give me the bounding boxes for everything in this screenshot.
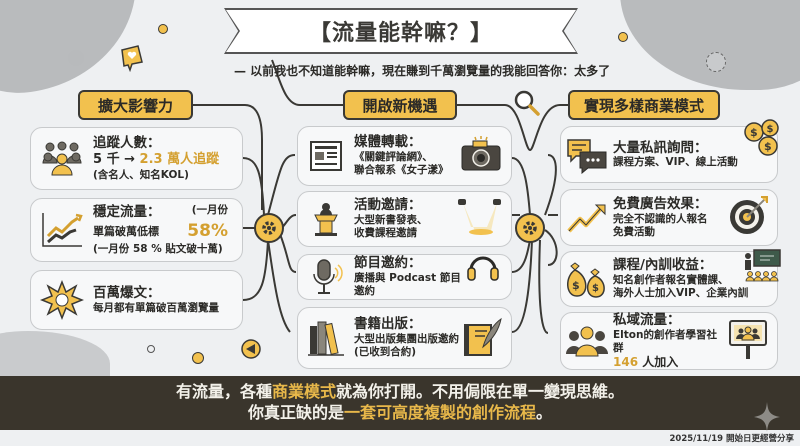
summary-line-1: 有流量，各種商業模式就為你打開。不用侷限在單一變現思維。 xyxy=(176,382,624,403)
member-count: 146 xyxy=(613,355,639,370)
target-icon xyxy=(727,195,769,241)
svg-text:$: $ xyxy=(764,140,772,153)
footer-date-caption: 2025/11/19 開始日更經營分享 xyxy=(669,434,794,444)
explosion-icon xyxy=(31,280,93,320)
card-desc: 海外人士加入VIP、企業內訓 xyxy=(613,287,749,300)
summary-highlight: 商業模式 xyxy=(271,382,336,402)
card-desc: 大型出版集團出版邀約 xyxy=(354,333,459,346)
sparkle-icon xyxy=(754,402,780,432)
card-desc: 大型新書發表、 xyxy=(354,214,428,227)
classroom-icon xyxy=(745,249,781,282)
play-back-icon xyxy=(241,339,261,359)
summary-text: 你真正缺的是 xyxy=(247,403,344,422)
decor-dot xyxy=(618,32,628,42)
card-title: 節目邀約： xyxy=(354,255,422,272)
card-events: 活動邀請： 大型新書發表、 收費課程邀請 xyxy=(297,191,512,247)
magnifier-icon xyxy=(514,90,540,116)
card-media: 媒體轉載： 《關鍵評論網》、 聯合報系《女子漾》 xyxy=(297,126,512,186)
decor-dot xyxy=(68,50,84,66)
card-desc: 收費課程邀請 xyxy=(354,227,417,240)
column-header-influence: 擴大影響力 xyxy=(78,90,193,120)
decor-dot xyxy=(706,52,726,72)
hub-gear-left xyxy=(254,213,284,243)
card-desc: (已收到合約) xyxy=(354,346,417,359)
card-title: 私域流量： xyxy=(613,311,681,328)
svg-text:$: $ xyxy=(767,124,774,135)
newspaper-icon xyxy=(298,139,354,173)
column-header-business: 實現多樣商業模式 xyxy=(568,90,720,120)
spotlight-icon xyxy=(455,197,503,241)
member-count-suffix: 人加入 xyxy=(638,355,679,370)
card-title: 大量私訊詢問： xyxy=(613,139,708,156)
svg-text:$: $ xyxy=(750,126,758,139)
camera-icon xyxy=(459,136,503,176)
card-desc: 完全不認識的人報名 xyxy=(613,212,708,225)
money-bags-icon: $ $ xyxy=(561,260,613,298)
summary-text: 有流量，各種 xyxy=(175,382,272,402)
page-subtitle: — 以前我也不知道能幹嘛，現在賺到千萬瀏覽量的我能回答你：太多了 xyxy=(234,64,611,78)
summary-text: 就為你打開。不用侷限在單一變現思維。 xyxy=(336,382,625,402)
card-podcast: 節目邀約： 廣播與 Podcast 節目邀約 xyxy=(297,254,512,300)
card-title: 穩定流量： xyxy=(93,204,161,221)
card-book-publishing: 書籍出版： 大型出版集團出版邀約 (已收到合約) xyxy=(297,307,512,369)
card-title: 書籍出版： xyxy=(354,316,422,333)
card-desc: 《關鍵評論網》、 xyxy=(354,151,433,164)
summary-highlight: 一套可高度複製的創作流程 xyxy=(343,403,536,422)
card-followers: 追蹤人數： 5 千 → 2.3 萬人追蹤 (含名人、知名KOL) xyxy=(30,127,243,190)
trending-chart-icon xyxy=(31,210,93,250)
decor-dot xyxy=(158,24,168,34)
card-free-ads: 免費廣告效果： 完全不認識的人報名 免費活動 xyxy=(560,189,778,246)
card-desc: 免費活動 xyxy=(613,225,655,238)
gear-icon xyxy=(262,221,276,235)
community-sign-icon xyxy=(727,317,769,365)
card-note: (一月份 58 % 貼文破十萬) xyxy=(93,242,223,255)
card-title: 課程/內訓收益： xyxy=(613,257,713,274)
card-desc: 聯合報系《女子漾》 xyxy=(354,164,449,177)
bottom-summary-bar: 有流量，各種商業模式就為你打開。不用侷限在單一變現思維。 你真正缺的是一套可高度… xyxy=(0,376,800,430)
card-stable-traffic: 穩定流量： (一月份 單篇破萬低標 58% (一月份 58 % 貼文破十萬) xyxy=(30,198,243,262)
card-course-revenue: $ $ 課程/內訓收益： 知名創作者報名實體課、 海外人士加入VIP、企業內訓 xyxy=(560,251,778,307)
decor-dot xyxy=(147,345,155,353)
book-quill-icon xyxy=(461,315,503,361)
card-title: 百萬爆文： xyxy=(93,285,161,301)
hub-gear-right xyxy=(515,213,545,243)
heart-notification-icon xyxy=(121,45,143,72)
followers-before: 5 千 → xyxy=(93,152,140,168)
card-desc: 課程方案、VIP、線上活動 xyxy=(613,156,738,169)
svg-text:$: $ xyxy=(592,283,599,294)
podium-icon xyxy=(298,201,354,237)
card-viral-posts: 百萬爆文： 每月都有單篇破百萬瀏覽量 xyxy=(30,270,243,330)
card-desc: Elton的創作者學習社群 xyxy=(613,328,717,354)
card-desc: (含名人、知名KOL) xyxy=(93,168,189,181)
people-group-icon xyxy=(31,139,93,179)
card-private-messages: 大量私訊詢問： 課程方案、VIP、線上活動 xyxy=(560,126,778,183)
card-desc: 每月都有單篇破百萬瀏覽量 xyxy=(93,301,219,314)
page-title: 【流量能幹嘛？】 xyxy=(308,21,493,46)
percentage-value: 58% xyxy=(187,221,228,242)
side-label: (一月份 xyxy=(191,204,228,217)
gear-icon xyxy=(523,221,537,235)
chat-bubbles-icon xyxy=(561,136,613,174)
books-icon xyxy=(298,318,354,358)
summary-text: 。 xyxy=(536,403,553,422)
followers-after: 2.3 萬人追蹤 xyxy=(139,152,220,168)
card-desc: 單篇破萬低標 xyxy=(93,225,159,238)
microphone-icon xyxy=(298,258,354,296)
card-title: 媒體轉載： xyxy=(354,134,422,151)
headphones-icon xyxy=(463,248,503,290)
decor-dot xyxy=(192,352,204,364)
coins-icon: $ $ $ xyxy=(744,119,779,156)
svg-text:$: $ xyxy=(572,279,580,292)
card-desc: 廣播與 Podcast 節目邀約 xyxy=(354,272,461,298)
card-private-community: 私域流量： Elton的創作者學習社群 146 人加入 xyxy=(560,312,778,370)
summary-line-2: 你真正缺的是一套可高度複製的創作流程。 xyxy=(248,403,552,424)
card-title: 免費廣告效果： xyxy=(613,195,708,212)
card-title: 活動邀請： xyxy=(354,197,422,214)
community-icon xyxy=(561,324,613,358)
column-header-opportunities: 開啟新機遇 xyxy=(343,90,457,120)
card-title: 追蹤人數： xyxy=(93,135,161,152)
card-desc: 知名創作者報名實體課、 xyxy=(613,274,729,287)
growth-arrow-icon xyxy=(561,201,613,235)
title-ribbon: 【流量能幹嘛？】 xyxy=(226,10,576,52)
